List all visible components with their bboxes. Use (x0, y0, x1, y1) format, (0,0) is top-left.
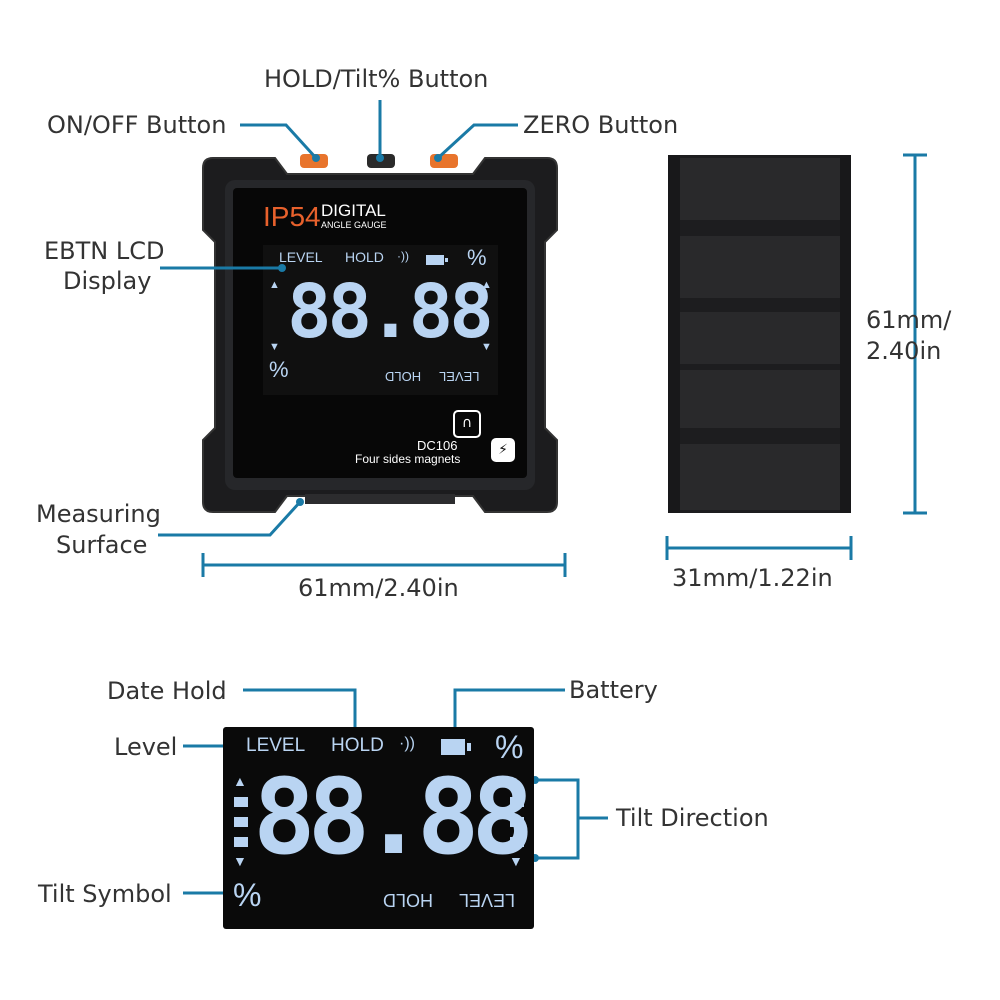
detail-arrow-down-left: ▼ (233, 853, 247, 869)
detail-signal-icon: ·)) (399, 735, 415, 752)
lcd-arrow-up-right: ▲ (481, 279, 492, 291)
detail-arrow-up-right: ▲ (509, 773, 523, 789)
level-label: Level (114, 733, 178, 761)
lcd-battery-icon (426, 255, 444, 265)
lcd-percent-bottom: % (269, 357, 289, 382)
device-title: DIGITAL (321, 201, 386, 220)
lcd-percent-top: % (467, 245, 487, 270)
front-device: IP54 DIGITAL ANGLE GAUGE LEVEL HOLD ·)) … (195, 150, 565, 520)
ip-rating: IP54 (263, 201, 321, 232)
date-hold-label: Date Hold (107, 677, 227, 705)
magnets-text: Four sides magnets (355, 452, 461, 466)
width-dimension: 61mm/2.40in (298, 574, 459, 602)
detail-percent-bottom: % (233, 877, 262, 913)
magnet-icon: ∩ (453, 410, 481, 438)
detail-hold-text: HOLD (331, 735, 384, 756)
height-dimension-line1: 61mm/ (866, 306, 952, 334)
lcd-arrow-down-right: ▼ (481, 341, 492, 353)
detail-arrow-down-right: ▼ (509, 853, 523, 869)
tilt-direction-label: Tilt Direction (616, 804, 769, 832)
lightning-hex-icon: ⚡ (491, 438, 515, 462)
on-off-label: ON/OFF Button (47, 111, 227, 139)
detail-digits: 88.88 (253, 756, 534, 878)
battery-label: Battery (569, 676, 658, 704)
detail-arrow-up-left: ▲ (233, 773, 247, 789)
height-dimension-line2: 2.40in (866, 337, 942, 365)
lcd-arrow-up-left: ▲ (269, 279, 280, 291)
zero-label: ZERO Button (523, 111, 679, 139)
model-number: DC106 (417, 438, 458, 453)
detail-lcd: LEVEL HOLD ·)) % ▲ ▼ ▲ ▼ 88.88 % HOLD LE… (223, 727, 534, 929)
tilt-symbol-label: Tilt Symbol (38, 880, 172, 908)
lcd-level-text: LEVEL (279, 249, 323, 265)
depth-dimension: 31mm/1.22in (672, 564, 833, 592)
detail-battery-icon (441, 739, 465, 755)
lcd-digits: 88.88 (287, 269, 494, 355)
measuring-label-line2: Surface (56, 531, 148, 559)
front-lcd: LEVEL HOLD ·)) % ▲ ▼ ▲ ▼ 88.88 % HOLD LE… (263, 245, 498, 395)
measuring-label-line1: Measuring (36, 500, 161, 528)
lcd-hold-text: HOLD (345, 249, 384, 265)
device-subtitle: ANGLE GAUGE (321, 220, 387, 230)
detail-hold-inverted: HOLD (383, 890, 434, 910)
hold-tilt-label: HOLD/Tilt% Button (264, 65, 489, 93)
detail-level-text: LEVEL (246, 735, 306, 756)
lcd-label-line2: Display (63, 267, 152, 295)
lcd-label-line1: EBTN LCD (44, 237, 165, 265)
lcd-signal-icon: ·)) (397, 249, 409, 263)
detail-percent-top: % (495, 729, 524, 765)
lcd-arrow-down-left: ▼ (269, 341, 280, 353)
detail-level-inverted: LEVEL (459, 890, 516, 910)
